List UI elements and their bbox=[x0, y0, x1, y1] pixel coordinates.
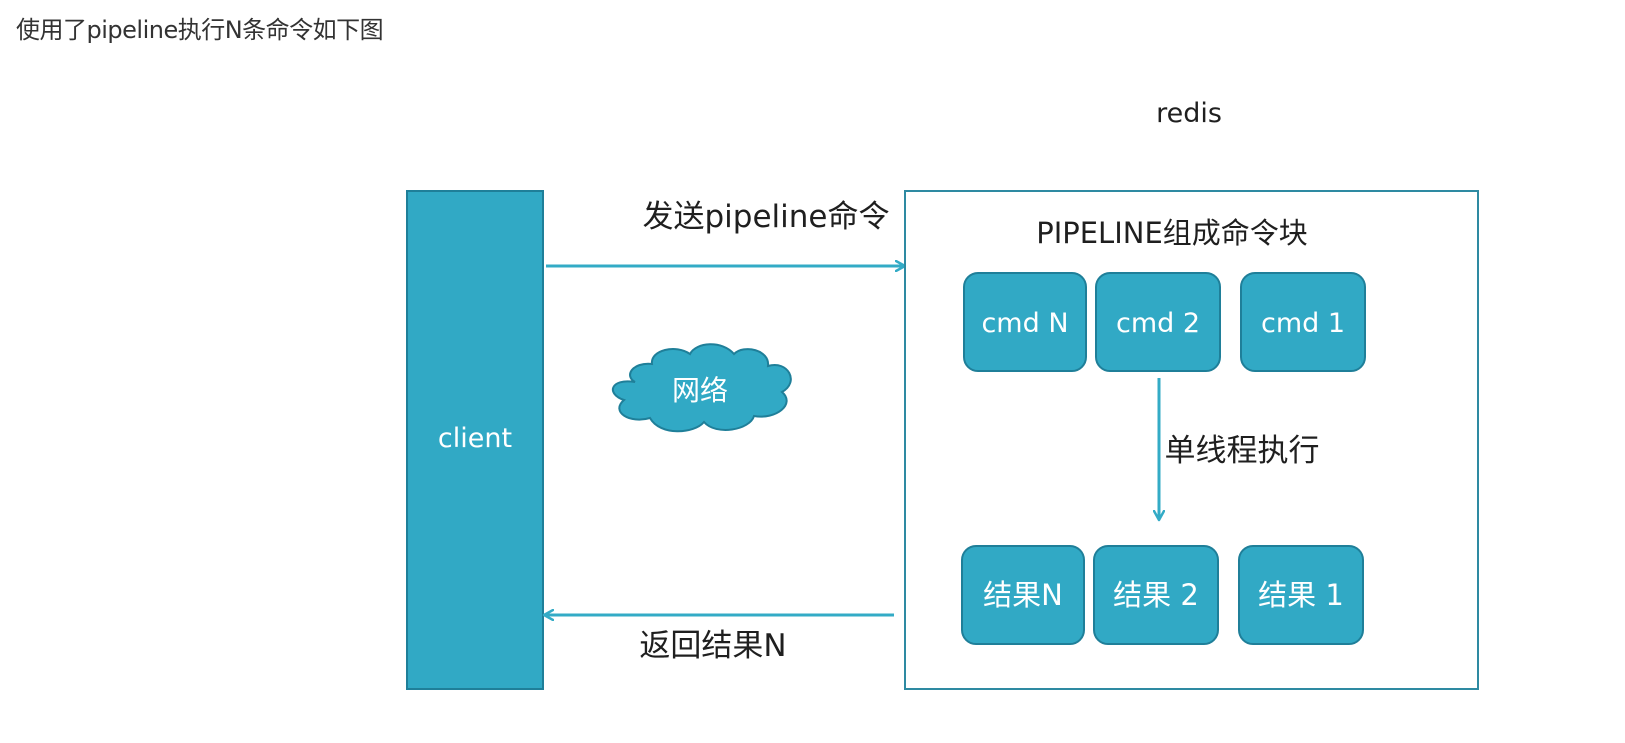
result-label: 结果N bbox=[983, 578, 1063, 612]
pipeline-title: PIPELINE组成命令块 bbox=[1036, 216, 1308, 250]
client-label: client bbox=[438, 423, 512, 454]
redis-label: redis bbox=[1156, 98, 1222, 129]
command-blocks: cmd N cmd 2 cmd 1 bbox=[963, 272, 1366, 372]
command-block bbox=[1240, 272, 1366, 372]
return-label: 返回结果N bbox=[639, 628, 786, 664]
send-label: 发送pipeline命令 bbox=[643, 199, 890, 235]
command-label: cmd 2 bbox=[1116, 308, 1200, 339]
result-label: 结果 2 bbox=[1113, 578, 1199, 612]
command-label: cmd N bbox=[981, 308, 1068, 339]
result-label: 结果 1 bbox=[1258, 578, 1344, 612]
client-box bbox=[406, 190, 544, 690]
network-cloud: 网络 bbox=[611, 343, 792, 433]
result-blocks: 结果N 结果 2 结果 1 bbox=[961, 545, 1364, 645]
command-label: cmd 1 bbox=[1261, 308, 1345, 339]
network-label: 网络 bbox=[672, 374, 728, 407]
result-block bbox=[1093, 545, 1219, 645]
command-block bbox=[963, 272, 1087, 372]
result-block bbox=[961, 545, 1085, 645]
result-block bbox=[1238, 545, 1364, 645]
exec-label: 单线程执行 bbox=[1165, 433, 1320, 469]
command-block bbox=[1095, 272, 1221, 372]
page-caption: 使用了pipeline执行N条命令如下图 bbox=[16, 16, 384, 44]
